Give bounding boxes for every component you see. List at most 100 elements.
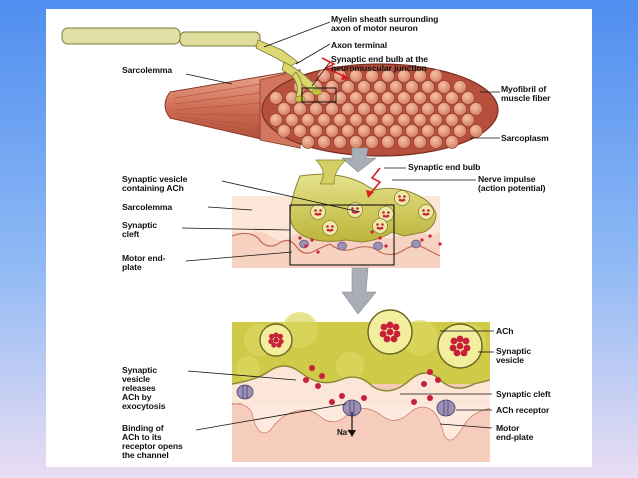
synaptic-vesicles-mid — [310, 190, 434, 236]
myofibril-cell — [357, 102, 371, 116]
ach-molecule — [420, 238, 424, 242]
ach-dot — [382, 214, 386, 218]
label-myofibril: Myofibril of muscle fiber — [501, 84, 551, 103]
ach-dot — [276, 342, 282, 348]
myofibril-cell — [453, 124, 467, 138]
myofibril-cell — [437, 102, 451, 116]
label-synaptic-cleft-bottom: Synaptic cleft — [496, 389, 551, 399]
ach-dot — [386, 328, 394, 336]
myofibril-cell — [301, 135, 315, 149]
ach-dot — [277, 333, 283, 339]
myofibril-cell — [317, 91, 331, 105]
ach-dot — [318, 212, 322, 216]
myofibril-cell — [413, 135, 427, 149]
myofibril-cell — [421, 102, 435, 116]
label-sarcoplasm: Sarcoplasm — [501, 133, 549, 143]
myofibril-cell — [357, 124, 371, 138]
vesicle — [394, 190, 410, 206]
ach-dot — [269, 333, 275, 339]
vesicle — [310, 204, 326, 220]
ach-dot — [378, 227, 382, 230]
ach-dot — [398, 195, 401, 198]
label-nerve-impulse: Nerve impulse (action potential) — [478, 174, 546, 193]
label-synaptic-vesicle: Synaptic vesicle — [496, 346, 532, 365]
myofibril-cross-sections — [269, 69, 483, 149]
ach-dot — [381, 223, 384, 226]
myofibril-cell — [453, 102, 467, 116]
myofibril-cell — [269, 91, 283, 105]
ach-molecule — [298, 236, 302, 240]
nerve-impulse-arrow-top — [321, 57, 350, 80]
ach-dot — [450, 337, 458, 345]
myofibril-cell — [373, 124, 387, 138]
label-sarcolemma-mid: Sarcolemma — [122, 202, 173, 212]
label-vesicle-releases: Synaptic vesicle releases ACh by exocyto… — [122, 365, 166, 411]
vesicle — [347, 202, 363, 218]
ach-molecule — [319, 373, 325, 379]
myofibril-cell — [469, 102, 483, 116]
vesicle — [322, 220, 338, 236]
ach-molecule — [315, 383, 321, 389]
ach-dot — [398, 198, 402, 202]
bottom-panel-synapse — [231, 309, 491, 462]
ach-molecule — [361, 395, 367, 401]
myofibril-cell — [317, 135, 331, 149]
ach-dot — [328, 229, 332, 232]
ach-molecule — [370, 230, 374, 234]
ach-dot — [460, 349, 468, 357]
myofibril-cell — [405, 124, 419, 138]
myofibril-cell — [373, 80, 387, 94]
label-synaptic-end-bulb-nmj: Synaptic end bulb at the neuromuscular j… — [331, 54, 428, 73]
ach-dot — [380, 226, 384, 230]
myofibril-cell — [317, 113, 331, 127]
myofibril-cell — [269, 113, 283, 127]
ach-dot — [271, 342, 277, 348]
myofibril-cell — [333, 135, 347, 149]
myofibril-cell — [445, 113, 459, 127]
muscle-fiber-bundle — [164, 63, 499, 157]
ach-dot — [319, 209, 322, 212]
sodium-influx-arrow — [348, 412, 356, 437]
label-axon-terminal: Axon terminal — [331, 40, 388, 50]
ach-dot — [326, 228, 330, 232]
myofibril-cell — [389, 102, 403, 116]
myofibril-cell — [373, 102, 387, 116]
label-motor-end-plate-bottom: Motor end-plate — [496, 423, 534, 442]
ach-dot — [393, 330, 401, 338]
leader-lines-top — [185, 21, 500, 139]
vesicle — [372, 218, 388, 234]
myofibril-cell — [437, 80, 451, 94]
ach-dot — [379, 330, 387, 338]
myofibril-cell — [277, 102, 291, 116]
terminal-blob — [336, 352, 364, 380]
middle-panel-synapse — [231, 159, 442, 268]
ach-dot — [353, 211, 357, 214]
ach-molecule — [428, 234, 432, 238]
leader-lines-bottom — [187, 330, 494, 431]
myofibril-cell — [405, 102, 419, 116]
myofibril-cell — [429, 113, 443, 127]
ach-molecule — [435, 377, 441, 383]
ach-dot — [268, 338, 274, 345]
myofibril-cell — [397, 113, 411, 127]
myelinated-axon — [61, 27, 299, 67]
myofibril-cell — [421, 124, 435, 138]
ach-molecule — [303, 377, 309, 383]
myofibril-cell — [349, 91, 363, 105]
ach-dot — [273, 337, 279, 343]
ach-dot — [400, 199, 404, 202]
myofibril-cell — [445, 135, 459, 149]
myofibril-cell — [397, 91, 411, 105]
myofibril-cell — [349, 113, 363, 127]
ach-receptors-bottom — [236, 384, 456, 417]
label-synaptic-cleft-mid: Synaptic cleft — [122, 220, 158, 239]
ach-dot — [384, 215, 388, 218]
ach-molecule — [421, 381, 427, 387]
label-sarcolemma-top: Sarcolemma — [122, 65, 173, 75]
ach-dot — [453, 349, 461, 357]
zoom-arrow-1 — [341, 147, 377, 173]
ach-molecule — [339, 393, 345, 399]
myofibril-cell — [301, 113, 315, 127]
ach-dot — [402, 198, 406, 202]
ach-dot — [422, 209, 425, 212]
